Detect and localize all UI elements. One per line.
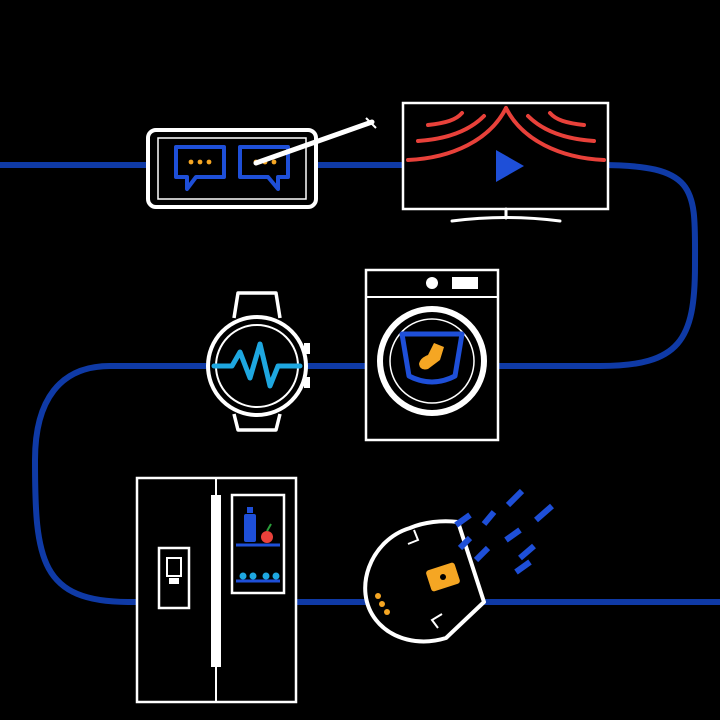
robot-vacuum: [363, 488, 554, 644]
fridge-handle: [211, 495, 221, 667]
smart-tv: [401, 101, 610, 223]
washing-machine: [364, 268, 500, 442]
display-panel: [452, 277, 478, 289]
lock-icon: [426, 562, 460, 592]
refrigerator: [135, 476, 298, 704]
smartphone: [146, 128, 318, 209]
apple-icon: [261, 523, 273, 543]
control-knob: [426, 277, 438, 289]
stylus-icon: [253, 117, 377, 166]
curtain-icon: [406, 106, 606, 162]
dust-particles-icon: [454, 488, 554, 575]
sensor-lights-icon: [375, 593, 390, 615]
sock-icon: [419, 343, 444, 370]
food-items-icon: [239, 572, 280, 580]
water-dispenser-icon: [157, 546, 191, 610]
chat-bubble-icon: [174, 145, 226, 191]
connector-line: [0, 162, 720, 605]
heartbeat-icon: [211, 341, 303, 389]
play-icon: [496, 150, 524, 182]
bottle-icon: [244, 507, 256, 542]
smartwatch: [206, 291, 310, 432]
tv-stand: [450, 207, 562, 223]
